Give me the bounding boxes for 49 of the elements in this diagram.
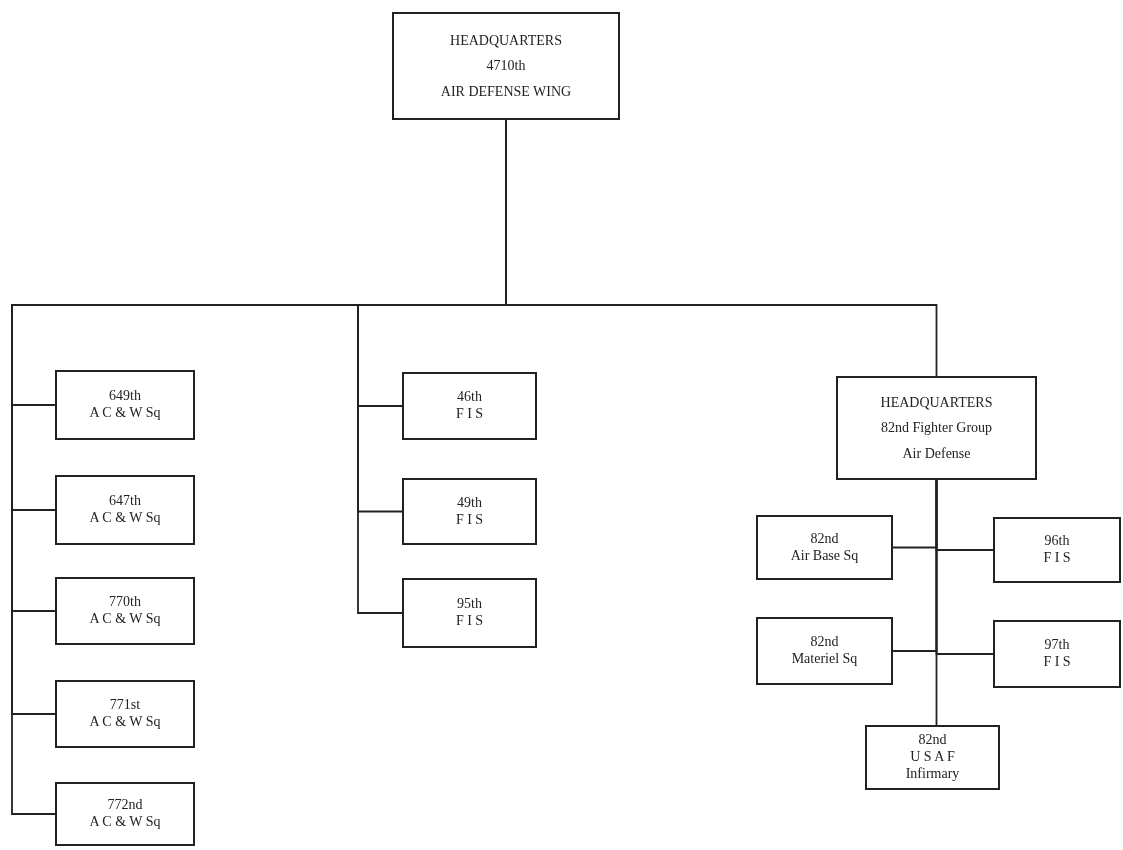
unit-label: F I S	[1043, 550, 1071, 567]
unit-label: 82nd	[810, 530, 839, 548]
unit-label: 95th	[457, 596, 482, 613]
unit-label: 82nd Fighter Group	[880, 419, 993, 438]
unit-label: A C & W Sq	[89, 611, 161, 628]
unit-label: F I S	[455, 511, 484, 529]
headquarters-box	[836, 376, 1037, 480]
unit-label: AIR DEFENSE WING	[440, 82, 572, 101]
unit-box	[55, 475, 195, 545]
unit-label: 46th	[457, 389, 482, 406]
unit-label: A C & W Sq	[89, 405, 161, 422]
unit-label: HEADQUARTERS	[450, 32, 562, 51]
unit-label: Air Defense	[902, 444, 971, 463]
unit-box	[756, 617, 893, 685]
unit-label: 96th	[1044, 533, 1070, 550]
unit-box	[55, 680, 195, 748]
headquarters-box	[865, 725, 1000, 790]
unit-box	[993, 620, 1121, 688]
unit-box	[55, 782, 195, 846]
unit-box	[55, 577, 195, 645]
unit-label: 647th	[109, 493, 141, 510]
unit-label: 771st	[109, 697, 141, 714]
unit-label: A C & W Sq	[89, 714, 161, 731]
headquarters-box	[392, 12, 620, 120]
unit-box	[402, 372, 537, 440]
unit-label: 772nd	[107, 797, 143, 814]
unit-label: 49th	[457, 494, 482, 512]
unit-label: F I S	[1043, 654, 1071, 671]
unit-box	[402, 578, 537, 648]
unit-label: A C & W Sq	[89, 510, 161, 527]
unit-label: U S A F	[910, 749, 955, 766]
unit-label: 97th	[1044, 637, 1070, 654]
unit-box	[402, 478, 537, 545]
unit-label: 82nd	[918, 732, 947, 750]
unit-label: 770th	[109, 594, 141, 611]
unit-label: 4710th	[486, 57, 526, 76]
unit-label: Air Base Sq	[790, 547, 859, 565]
unit-box	[756, 515, 893, 580]
connector-line	[935, 479, 938, 726]
unit-label: F I S	[455, 613, 484, 630]
unit-label: A C & W Sq	[89, 814, 161, 831]
unit-label: 649th	[109, 388, 141, 405]
unit-label: Infirmary	[905, 765, 960, 783]
unit-box	[993, 517, 1121, 583]
unit-box	[55, 370, 195, 440]
unit-label: HEADQUARTERS	[880, 394, 993, 413]
unit-label: Materiel Sq	[791, 651, 858, 668]
unit-label: F I S	[455, 406, 484, 423]
unit-label: 82nd	[810, 634, 839, 651]
